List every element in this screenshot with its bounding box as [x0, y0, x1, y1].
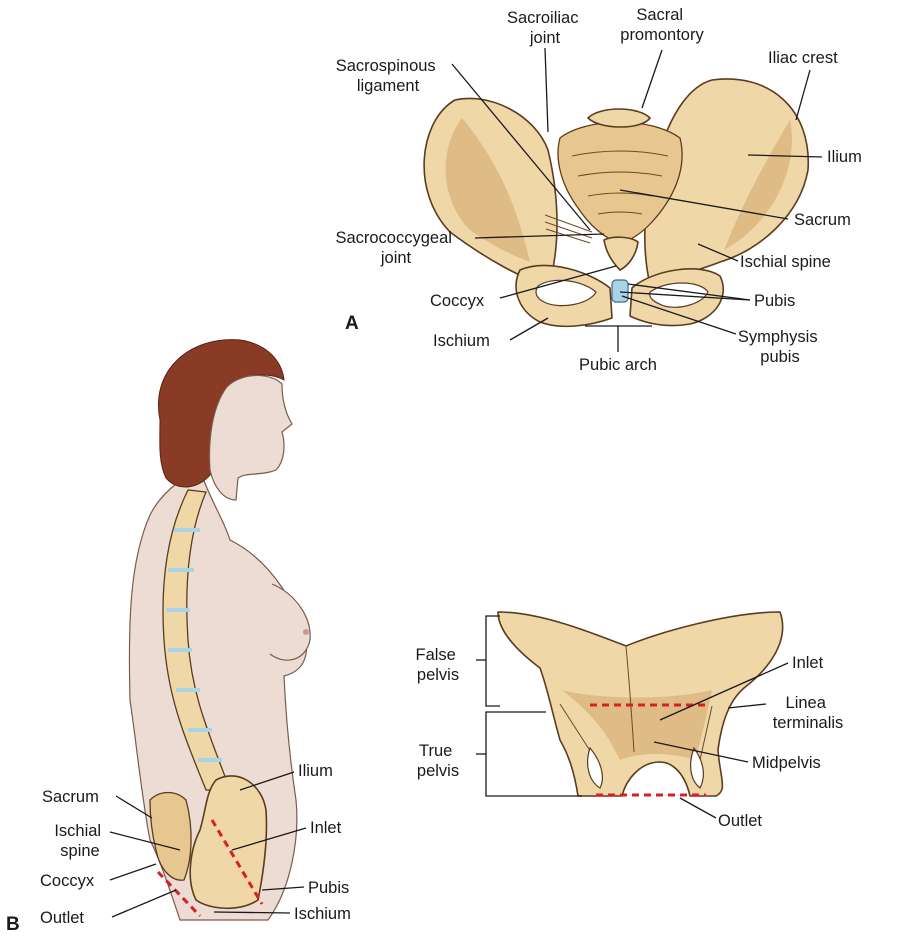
label-sacroiliac-joint: Sacroiliac joint — [507, 9, 583, 47]
label-sacral-promontory: Sacral promontory — [620, 6, 704, 44]
panel-a-letter: A — [345, 313, 359, 334]
label-ilium-b: Ilium — [298, 762, 333, 780]
label-false-pelvis: False pelvis — [416, 646, 461, 684]
label-outlet-frontal: Outlet — [718, 812, 762, 830]
label-ilium-a: Ilium — [827, 148, 862, 166]
label-ischial-spine-b: Ischial spine — [54, 822, 105, 860]
label-inlet-frontal: Inlet — [792, 654, 824, 672]
label-outlet-b: Outlet — [40, 909, 84, 927]
label-pubis-b: Pubis — [308, 879, 349, 897]
label-symphysis-pubis: Symphysis pubis — [738, 328, 822, 366]
label-sacrum-a: Sacrum — [794, 211, 851, 229]
label-linea-terminalis: Linea terminalis — [773, 694, 844, 732]
label-ischium-a: Ischium — [433, 332, 490, 350]
label-ischium-b: Ischium — [294, 905, 351, 923]
label-midpelvis: Midpelvis — [752, 754, 821, 772]
label-pubic-arch: Pubic arch — [579, 356, 657, 374]
label-sacrum-b: Sacrum — [42, 788, 99, 806]
label-true-pelvis: True pelvis — [417, 742, 459, 780]
label-inlet-b: Inlet — [310, 819, 342, 837]
label-coccyx-a: Coccyx — [430, 292, 485, 310]
lateral-figure-drawing — [129, 340, 310, 920]
label-sacrospinous-ligament: Sacrospinous ligament — [336, 57, 441, 95]
panel-b-letter: B — [6, 914, 20, 935]
label-iliac-crest: Iliac crest — [768, 49, 838, 67]
label-ischial-spine-a: Ischial spine — [740, 253, 831, 271]
frontal-pelvis-drawing — [498, 612, 783, 796]
anterior-pelvis-drawing — [424, 79, 808, 326]
label-coccyx-b: Coccyx — [40, 872, 95, 890]
label-pubis-a: Pubis — [754, 292, 795, 310]
label-sacrococcygeal-joint: Sacrococcygeal joint — [335, 229, 456, 267]
